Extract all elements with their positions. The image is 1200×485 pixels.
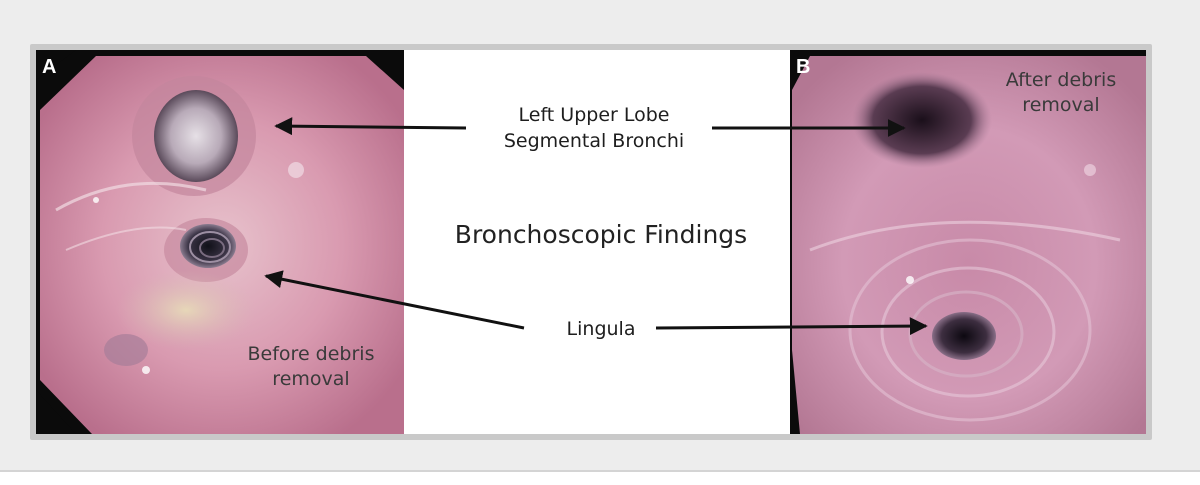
panel-b-letter: B xyxy=(796,56,811,78)
panel-b-caption-line1: After debris xyxy=(1005,69,1117,91)
panel-b-after: B After debris removal xyxy=(790,50,1146,434)
panel-b-endoscopic-image xyxy=(790,50,1146,434)
panel-a-caption: Before debris removal xyxy=(216,342,404,392)
panel-a-before: A Before debris removal xyxy=(36,50,404,434)
panel-a-endoscopic-image xyxy=(36,50,404,434)
segmental-bronchi-label-line2: Segmental Bronchi xyxy=(503,130,685,152)
segmental-bronchi-label-line1: Left Upper Lobe xyxy=(518,104,670,126)
panel-b-caption-line2: removal xyxy=(1022,94,1100,116)
segmental-bronchi-label: Left Upper Lobe Segmental Bronchi xyxy=(474,102,714,154)
panel-a-caption-line2: removal xyxy=(272,368,350,390)
page-bottom-strip xyxy=(0,470,1200,485)
panel-a-caption-line1: Before debris xyxy=(247,343,375,365)
panel-a-letter: A xyxy=(42,56,57,78)
panel-b-caption: After debris removal xyxy=(986,68,1136,118)
lingula-label: Lingula xyxy=(566,318,636,340)
bronchoscopy-figure: A Before debris removal xyxy=(36,50,1146,434)
figure-title: Bronchoscopic Findings xyxy=(454,220,748,249)
